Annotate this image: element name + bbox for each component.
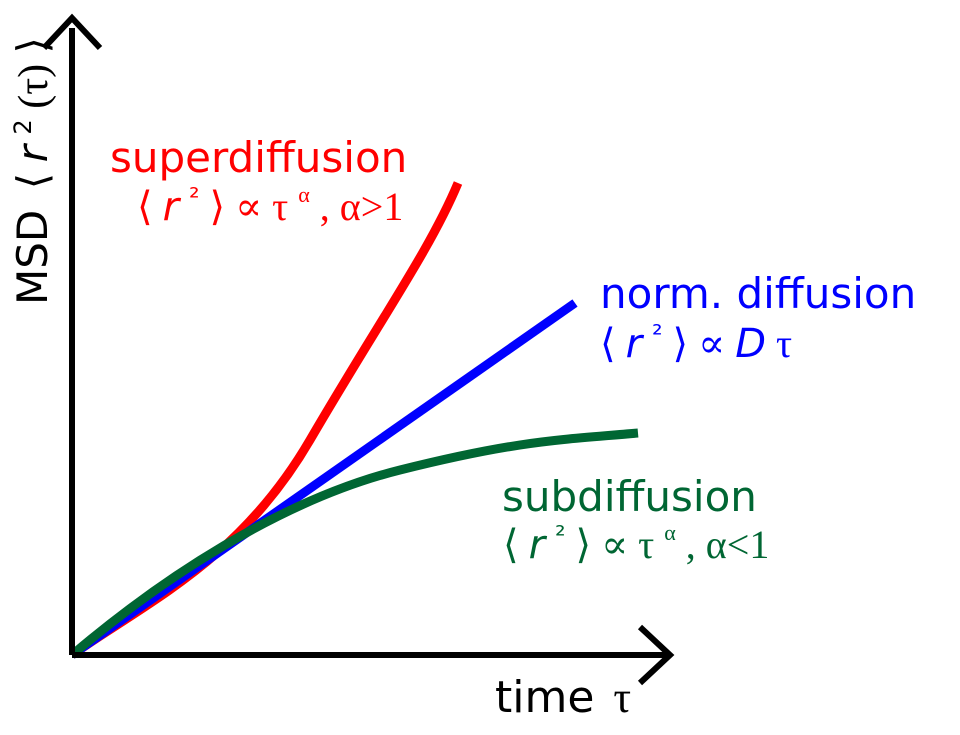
superdiffusion-formula: ⟨ r ² ⟩ ∝ τ α , α>1 <box>137 166 403 230</box>
normal-diffusion-curve <box>69 299 578 659</box>
normal-diffusion-label: norm. diffusion ⟨ r ² ⟩ ∝ D τ <box>600 269 916 367</box>
x-axis-label: time τ <box>495 672 631 723</box>
superdiffusion-title: superdiffusion <box>110 133 407 182</box>
superdiffusion-curve <box>69 181 463 659</box>
normal-diffusion-title: norm. diffusion <box>600 269 916 318</box>
y-axis-arrowhead <box>41 13 103 51</box>
subdiffusion-formula: ⟨ r ² ⟩ ∝ τ α , α<1 <box>503 504 769 568</box>
subdiffusion-title: subdiffusion <box>502 472 757 521</box>
subdiffusion-curve <box>69 428 639 659</box>
superdiffusion-label: superdiffusion ⟨ r ² ⟩ ∝ τ α , α>1 <box>110 133 407 230</box>
y-axis-label: MSD ⟨ r 2 (τ) ⟩ <box>0 37 57 305</box>
normal-diffusion-formula: ⟨ r ² ⟩ ∝ D τ <box>600 307 792 367</box>
x-axis-arrowhead <box>637 624 675 686</box>
axes <box>41 13 675 686</box>
subdiffusion-label: subdiffusion ⟨ r ² ⟩ ∝ τ α , α<1 <box>502 472 769 568</box>
